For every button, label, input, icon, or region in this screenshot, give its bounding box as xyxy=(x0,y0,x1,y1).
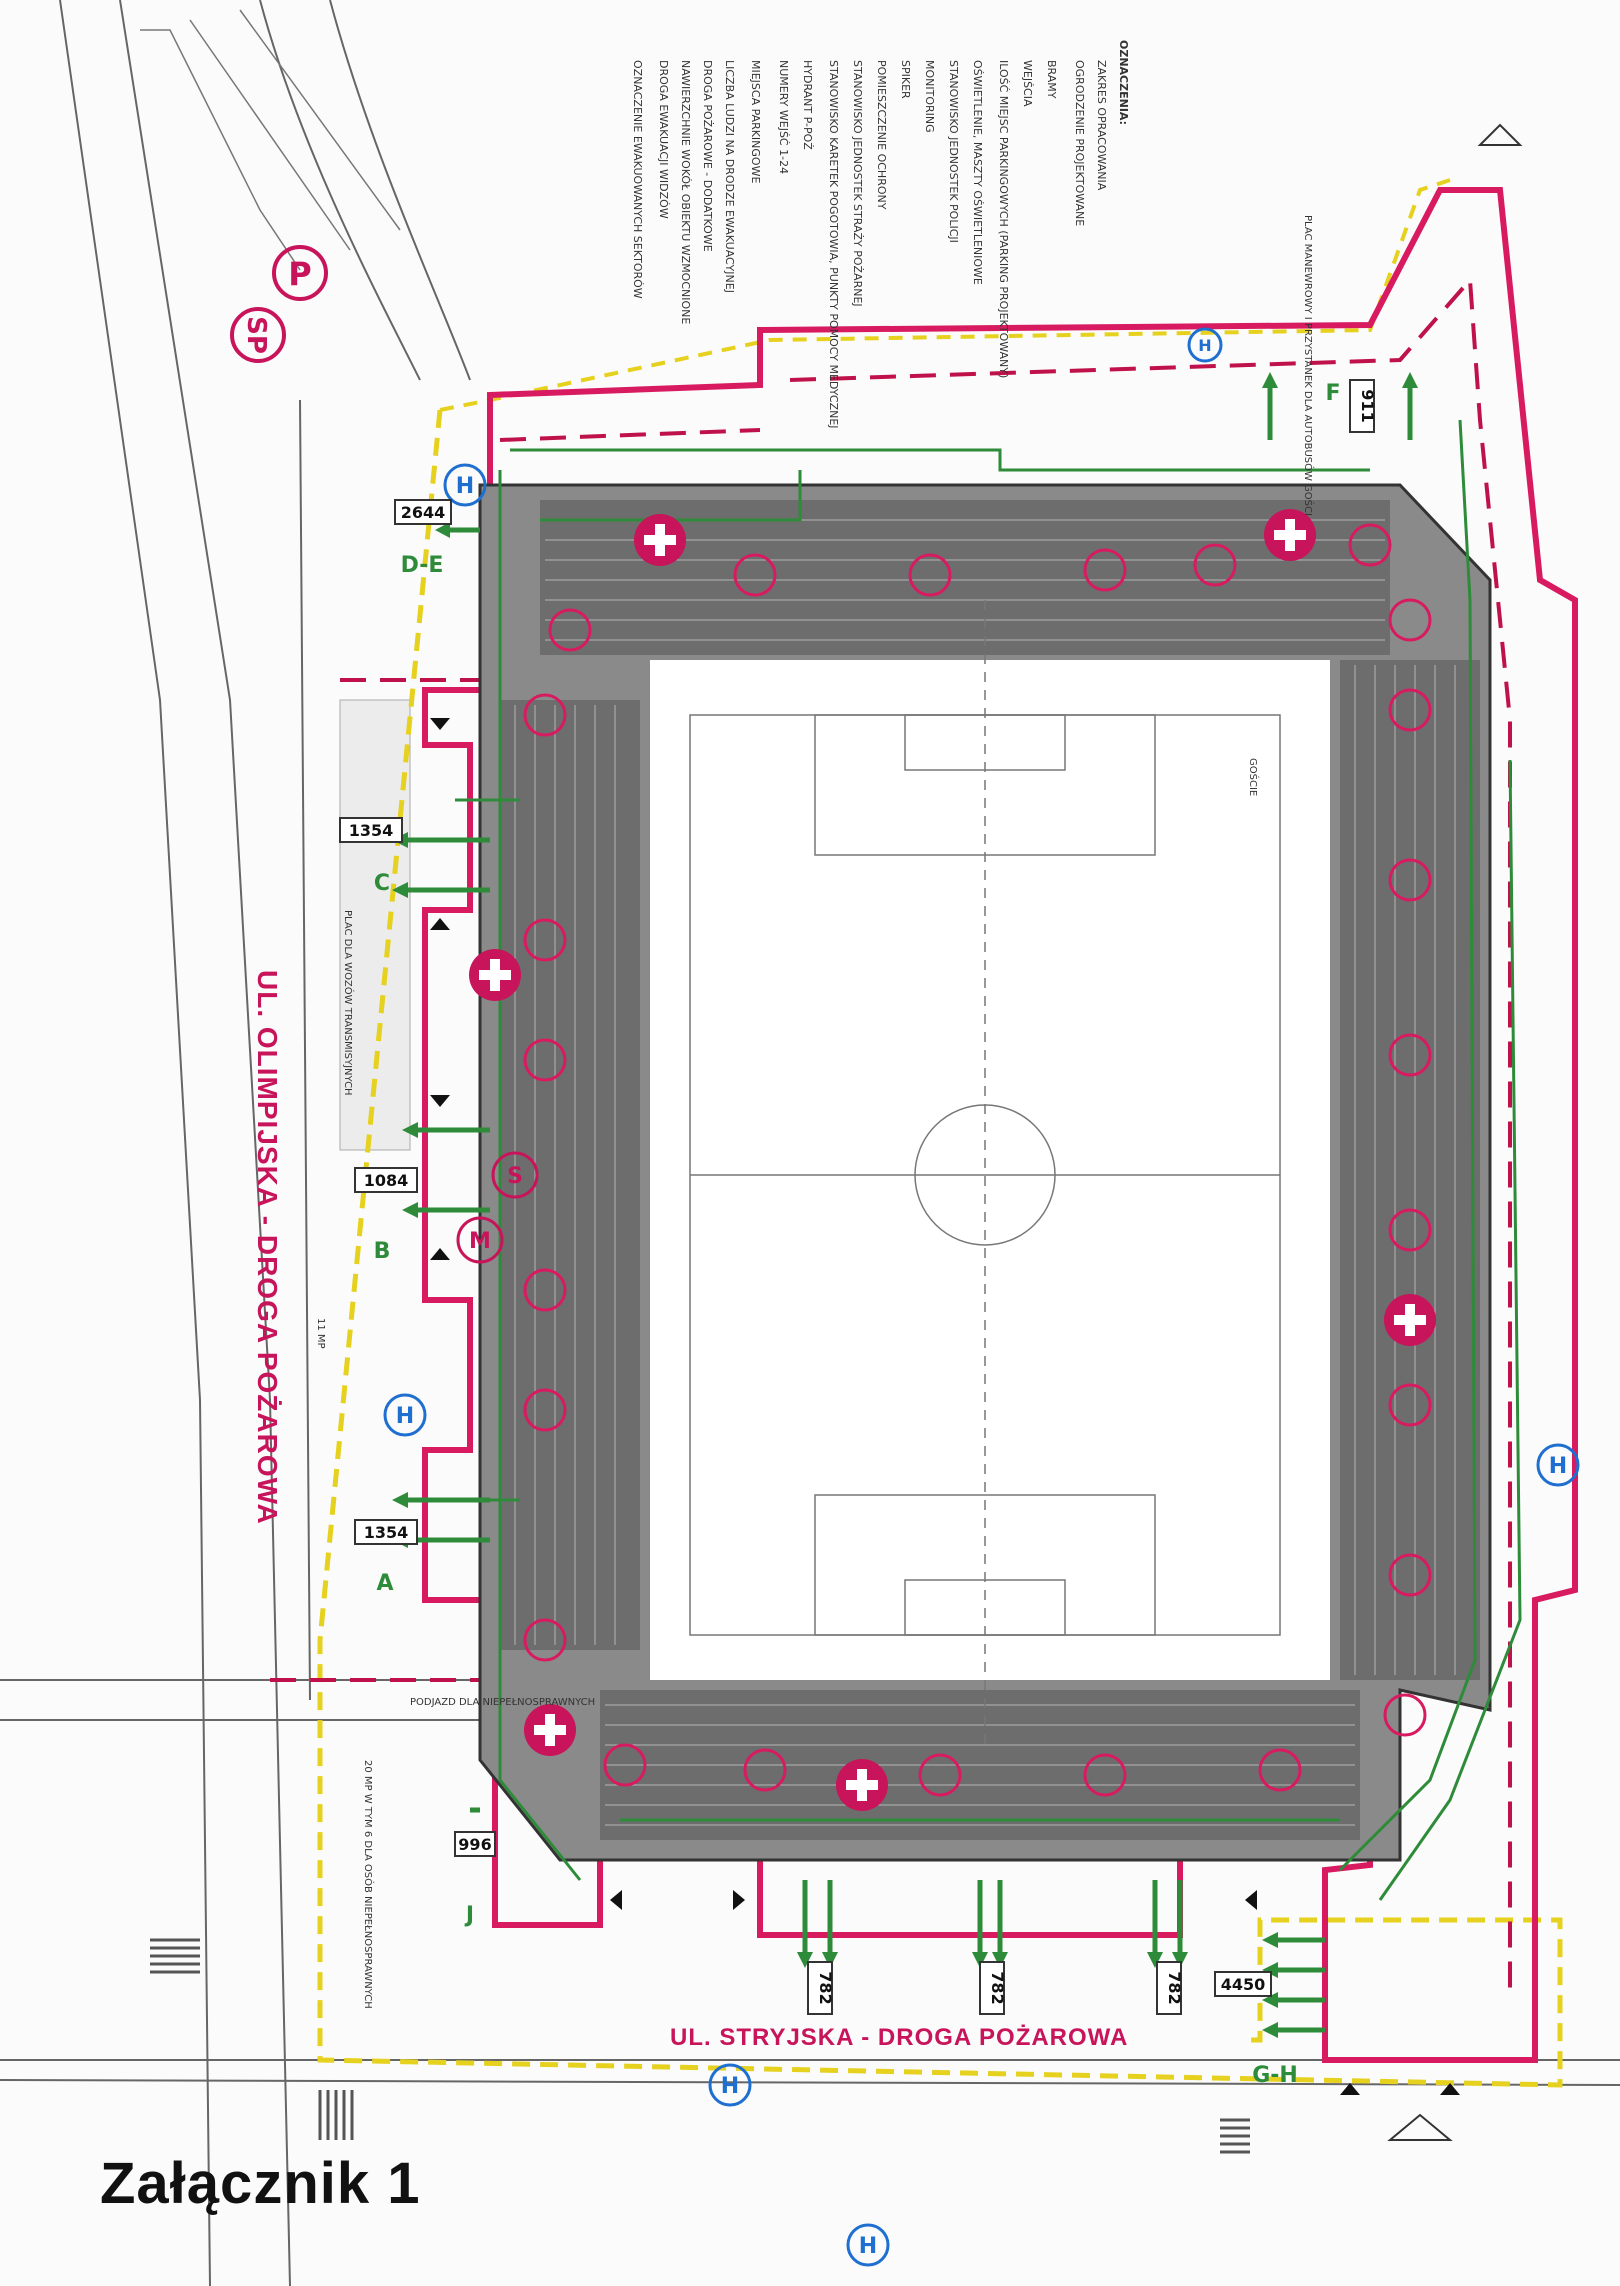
svg-text:H: H xyxy=(396,1404,414,1429)
svg-text:ILOŚĆ MIEJSC PARKINGOWYCH (PAR: ILOŚĆ MIEJSC PARKINGOWYCH (PARKING PROJE… xyxy=(997,60,1010,378)
parking-p-icon: P xyxy=(272,245,328,301)
svg-text:OGRODZENIE PROJEKTOWANE: OGRODZENIE PROJEKTOWANE xyxy=(1073,60,1086,226)
site-boundary[interactable] xyxy=(422,187,1578,2063)
gate-letters: A B C D-E F G-H J xyxy=(374,381,1341,2088)
svg-text:H: H xyxy=(859,2234,877,2259)
svg-text:H: H xyxy=(1198,336,1211,355)
svg-text:SP: SP xyxy=(241,316,271,354)
svg-text:HYDRANT P-POŻ: HYDRANT P-POŻ xyxy=(801,60,814,150)
svg-text:J: J xyxy=(464,1903,474,1928)
ambulance-cross-icon xyxy=(469,509,1436,1811)
svg-text:MONITORING: MONITORING xyxy=(923,60,936,133)
north-arrow-icon xyxy=(1387,123,1523,2141)
svg-text:911: 911 xyxy=(1358,389,1377,422)
svg-text:H: H xyxy=(1549,1454,1567,1479)
svg-text:WEJŚCIA: WEJŚCIA xyxy=(1021,60,1034,107)
svg-text:OŚWIETLENIE, MASZTY OŚWIETLENI: OŚWIETLENIE, MASZTY OŚWIETLENIOWE xyxy=(971,60,984,285)
legend: OZNACZENIA: ZAKRES OPRACOWANIA OGRODZENI… xyxy=(631,40,1130,429)
svg-text:BRAMY: BRAMY xyxy=(1045,60,1058,99)
svg-text:PLAC MANEWROWY I PRZYSTANEK DL: PLAC MANEWROWY I PRZYSTANEK DLA AUTOBUSÓ… xyxy=(1302,215,1315,516)
svg-text:782: 782 xyxy=(988,1971,1007,2004)
svg-text:OZNACZENIA:: OZNACZENIA: xyxy=(1117,40,1130,125)
fire-road-additional xyxy=(270,275,1512,2000)
svg-text:1354: 1354 xyxy=(349,821,394,840)
tv-truck-area xyxy=(339,699,411,1151)
svg-text:782: 782 xyxy=(816,1971,835,2004)
attachment-caption: Załącznik 1 xyxy=(100,2151,421,2216)
svg-text:D-E: D-E xyxy=(401,553,444,578)
stand-rows xyxy=(514,519,1456,1826)
capacity-boxes xyxy=(339,379,1375,2015)
entry-circles xyxy=(523,523,1432,1797)
area-labels: PLAC DLA WOZÓW TRANSMISYJNYCH GOŚCIE PLA… xyxy=(315,215,1315,2009)
svg-text:LICZBA LUDZI NA DRODZE EWAKUAC: LICZBA LUDZI NA DRODZE EWAKUACYJNEJ xyxy=(723,60,736,293)
svg-text:DROGA POŻAROWE - DODATKOWE: DROGA POŻAROWE - DODATKOWE xyxy=(701,60,714,252)
svg-text:P: P xyxy=(288,255,311,293)
svg-text:4450: 4450 xyxy=(1221,1975,1266,1994)
capacity-labels: 2644 1354 1084 1354 996 911 782 782 782 … xyxy=(349,389,1377,2004)
svg-text:H: H xyxy=(721,2074,739,2099)
svg-text:STANOWISKO JEDNOSTEK POLICJI: STANOWISKO JEDNOSTEK POLICJI xyxy=(947,60,960,243)
svg-text:PLAC DLA WOZÓW TRANSMISYJNYCH: PLAC DLA WOZÓW TRANSMISYJNYCH xyxy=(342,910,355,1096)
hydrant-labels: H H H H H H xyxy=(396,336,1567,2259)
arrowheads xyxy=(392,372,1418,2038)
svg-text:STANOWISKO JEDNOSTEK STRAŻY PO: STANOWISKO JEDNOSTEK STRAŻY POŻARNEJ xyxy=(851,60,864,307)
svg-text:STANOWISKO KARETEK POGOTOWIA,: STANOWISKO KARETEK POGOTOWIA, PUNKTY POM… xyxy=(827,60,840,429)
street-west: UL. OLIMPIJSKA - DROGA POŻAROWA xyxy=(252,970,283,1525)
svg-text:A: A xyxy=(376,1571,393,1596)
svg-text:MIEJSCA PARKINGOWE: MIEJSCA PARKINGOWE xyxy=(749,60,762,183)
svg-text:G-H: G-H xyxy=(1252,2063,1298,2088)
svg-text:B: B xyxy=(374,1239,391,1264)
svg-text:ZAKRES OPRACOWANIA: ZAKRES OPRACOWANIA xyxy=(1095,60,1108,191)
svg-text:1084: 1084 xyxy=(364,1171,409,1190)
speaker-symbol: S xyxy=(491,1151,539,1199)
street-south: UL. STRYJSKA - DROGA POŻAROWA xyxy=(670,2024,1128,2051)
svg-text:11 MP: 11 MP xyxy=(315,1318,326,1349)
svg-text:20 MP W TYM 6 DLA OSÓB NIEPEŁN: 20 MP W TYM 6 DLA OSÓB NIEPEŁNOSPRAWNYCH xyxy=(362,1760,375,2009)
gate-triangle-icon xyxy=(430,718,1460,2095)
svg-text:GOŚCIE: GOŚCIE xyxy=(1247,758,1260,796)
svg-text:NUMERY WEJŚĆ 1-24: NUMERY WEJŚĆ 1-24 xyxy=(777,60,790,174)
parking-sp-icon: SP xyxy=(230,307,286,363)
hydrant-icon xyxy=(383,327,1580,2267)
svg-text:996: 996 xyxy=(458,1835,491,1854)
svg-text:PODJAZD DLA NIEPEŁNOSPRAWNYCH: PODJAZD DLA NIEPEŁNOSPRAWNYCH xyxy=(410,1697,595,1708)
svg-text:1354: 1354 xyxy=(364,1523,409,1542)
parking-stalls-nw xyxy=(140,9,401,271)
svg-text:DROGA EWAKUACJI WIDZÓW: DROGA EWAKUACJI WIDZÓW xyxy=(657,60,670,219)
exit-arrows xyxy=(400,380,1413,2033)
svg-text:782: 782 xyxy=(1165,1971,1184,2004)
svg-text:H: H xyxy=(456,474,474,499)
svg-text:S: S xyxy=(507,1164,523,1189)
svg-text:C: C xyxy=(374,871,390,896)
svg-text:SPIKER: SPIKER xyxy=(899,60,912,99)
svg-text:F: F xyxy=(1325,381,1340,406)
svg-text:M: M xyxy=(469,1229,491,1254)
football-pitch xyxy=(650,600,1330,1750)
crosswalks xyxy=(150,1938,1250,2154)
monitor-symbol: M xyxy=(456,1216,504,1264)
svg-text:2644: 2644 xyxy=(401,503,446,522)
project-fence xyxy=(317,409,1563,2088)
svg-text:OZNACZENIE EWAKUOWANYCH SEKTOR: OZNACZENIE EWAKUOWANYCH SEKTORÓW xyxy=(631,60,644,299)
svg-text:POMIESZCZENIE OCHRONY: POMIESZCZENIE OCHRONY xyxy=(875,60,888,210)
project-fence-north xyxy=(439,178,1451,412)
svg-text:NAWIERZCHNIE WOKÓŁ OBIEKTU WZM: NAWIERZCHNIE WOKÓŁ OBIEKTU WZMOCNIONE xyxy=(679,60,692,324)
